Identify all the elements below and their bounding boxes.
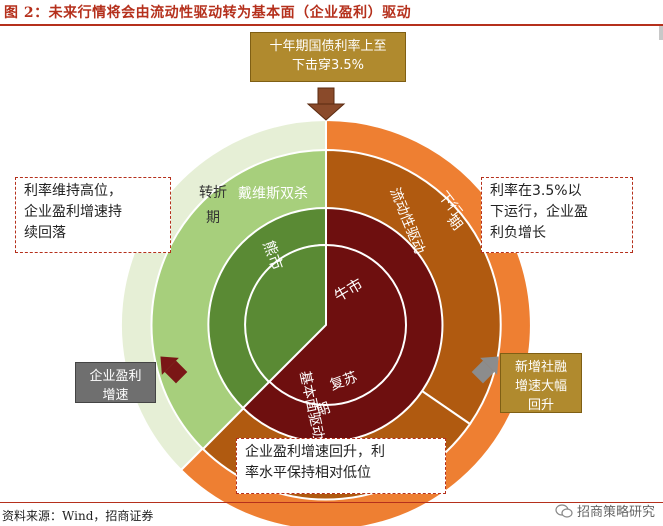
top-condition-line1: 十年期国债利率上至 — [269, 39, 387, 54]
left-trigger-box: 企业盈利 增速 — [75, 362, 156, 403]
core-circle-bear-wedge — [244, 243, 327, 384]
watermark-text: 招商策略研究 — [576, 505, 655, 520]
right-description-line1: 利率在3.5%以 — [490, 183, 582, 199]
top-condition-box: 十年期国债利率上至 下击穿3.5% — [250, 32, 406, 82]
title-rule — [0, 24, 663, 26]
middle-label-davis: 戴维斯双杀 — [238, 186, 308, 202]
left-description-line1: 利率维持高位， — [24, 183, 122, 199]
source-note: 资料来源：Wind，招商证券 — [2, 509, 154, 523]
right-trigger-line2: 增速大幅 — [514, 379, 567, 394]
bottom-description-line2: 率水平保持相对低位 — [245, 465, 371, 481]
right-description-line2: 下运行，企业盈 — [490, 204, 588, 220]
outer-label-upturn-2: 期 — [314, 400, 333, 420]
left-description-line2: 企业盈利增速持 — [24, 204, 122, 220]
outer-label-turning-2: 期 — [206, 210, 220, 226]
watermark: 招商策略研究 — [555, 501, 655, 520]
left-description-line3: 续回落 — [24, 225, 66, 241]
wechat-icon — [555, 503, 573, 518]
figure-title: 图 2：未来行情将会由流动性驱动转为基本面（企业盈利）驱动 — [4, 5, 412, 21]
right-description-line3: 利负增长 — [490, 225, 546, 241]
right-trigger-line3: 回升 — [527, 398, 554, 413]
right-description-box: 利率在3.5%以 下运行，企业盈 利负增长 — [481, 177, 633, 253]
outer-label-turning-1: 转折 — [199, 185, 227, 201]
left-description-box: 利率维持高位， 企业盈利增速持 续回落 — [15, 177, 171, 253]
top-condition-line2: 下击穿3.5% — [291, 58, 365, 73]
scrollbar-thumb[interactable] — [659, 26, 663, 40]
down-arrow-icon — [306, 87, 346, 121]
bottom-description-box: 企业盈利增速回升，利 率水平保持相对低位 — [236, 438, 446, 494]
bottom-description-line1: 企业盈利增速回升，利 — [245, 444, 385, 460]
left-trigger-line2: 增速 — [102, 388, 129, 403]
footer-rule — [0, 502, 663, 503]
left-trigger-line1: 企业盈利 — [89, 369, 142, 384]
right-trigger-line1: 新增社融 — [514, 360, 567, 375]
right-trigger-box: 新增社融 增速大幅 回升 — [500, 353, 582, 413]
